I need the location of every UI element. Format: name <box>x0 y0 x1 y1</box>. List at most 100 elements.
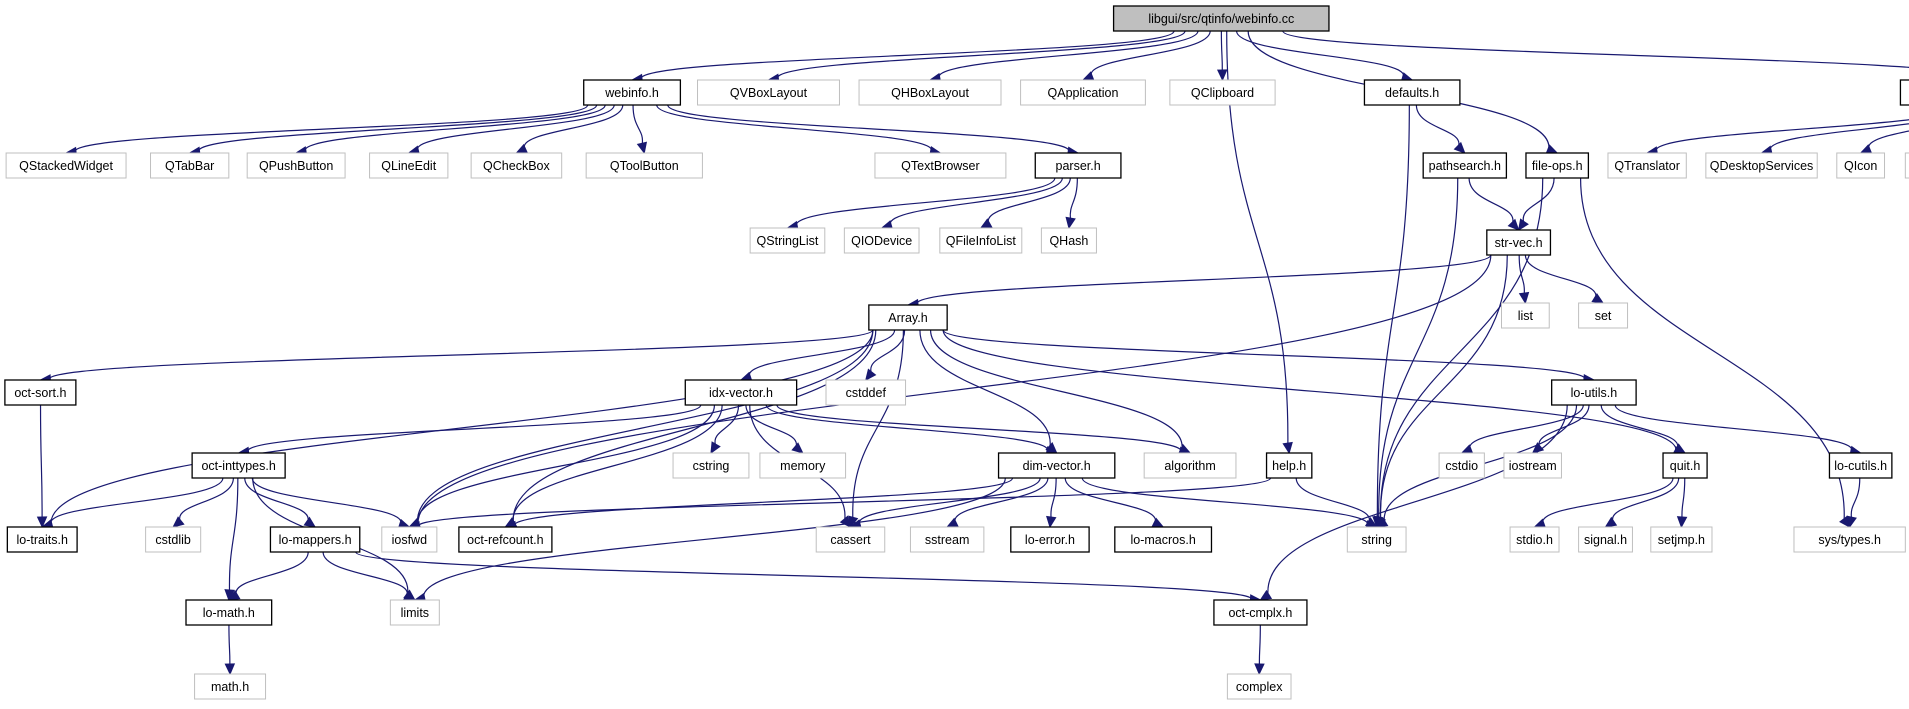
node-parser-h[interactable]: parser.h <box>1034 152 1122 179</box>
edge-line <box>523 104 624 150</box>
edge-line <box>235 551 309 596</box>
edge-line <box>1468 177 1514 224</box>
edge-line <box>244 477 309 523</box>
node-label: QTabBar <box>165 159 214 173</box>
edge-line <box>355 551 1253 601</box>
node-lo-utils-h[interactable]: lo-utils.h <box>1551 379 1637 406</box>
node-sys-types-h: sys/types.h <box>1793 526 1906 553</box>
node-root[interactable]: libgui/src/qtinfo/webinfo.cc <box>1112 5 1330 32</box>
edge-line <box>417 404 716 524</box>
node-str-vec-h[interactable]: str-vec.h <box>1486 229 1552 256</box>
edge-line <box>1081 477 1369 527</box>
edge-line <box>304 104 606 153</box>
edge-line <box>1868 130 1909 150</box>
edge-webinfo_h-to-QToolButton <box>632 104 648 155</box>
node-box[interactable] <box>583 79 682 106</box>
edge-line <box>858 477 1041 525</box>
node-lo-traits-h[interactable]: lo-traits.h <box>6 526 78 553</box>
node-dim-vector-h[interactable]: dim-vector.h <box>997 452 1116 479</box>
node-box[interactable] <box>185 599 273 626</box>
node-label: QFileInfoList <box>946 234 1017 248</box>
node-lo-error-h[interactable]: lo-error.h <box>1010 526 1090 553</box>
node-array-h[interactable]: Array.h <box>868 304 948 331</box>
node-quit-h[interactable]: quit.h <box>1662 452 1708 479</box>
edge-line <box>416 104 615 152</box>
node-box[interactable] <box>1662 452 1708 479</box>
node-box[interactable] <box>1486 229 1552 256</box>
node-box[interactable] <box>1525 152 1590 179</box>
node-box[interactable] <box>868 304 948 331</box>
arrowhead-icon <box>1507 218 1520 231</box>
node-box <box>1501 302 1550 329</box>
node-lo-macros-h[interactable]: lo-macros.h <box>1114 526 1213 553</box>
node-idx-vector-h[interactable]: idx-vector.h <box>684 379 798 406</box>
node-oct-cmplx-h[interactable]: oct-cmplx.h <box>1213 599 1308 626</box>
node-box[interactable] <box>1828 452 1893 479</box>
arrowhead-icon <box>710 441 721 455</box>
node-box <box>909 526 985 553</box>
node-box <box>672 452 750 479</box>
edge-line <box>251 477 402 525</box>
edge-line <box>512 329 877 523</box>
edge-file_ops_h-to-sys_types_h <box>1579 177 1851 528</box>
edge-line <box>74 104 589 153</box>
node-box[interactable] <box>6 526 78 553</box>
node-box[interactable] <box>1112 5 1330 32</box>
edge-line <box>423 477 1006 599</box>
node-pathsearch-h[interactable]: pathsearch.h <box>1422 152 1508 179</box>
node-box[interactable] <box>1899 79 1909 106</box>
node-label: QIcon <box>1844 159 1877 173</box>
node-box[interactable] <box>1363 79 1461 106</box>
node-box <box>150 152 230 179</box>
node-box <box>1438 452 1485 479</box>
node-box[interactable] <box>1213 599 1308 626</box>
node-label: QLineEdit <box>381 159 436 173</box>
node-oct-inttypes-h[interactable]: oct-inttypes.h <box>191 452 286 479</box>
node-box[interactable] <box>997 452 1116 479</box>
node-lo-cutils-h[interactable]: lo-cutils.h <box>1828 452 1893 479</box>
node-box[interactable] <box>1551 379 1637 406</box>
edge-line <box>417 254 1492 525</box>
node-box[interactable] <box>1422 152 1508 179</box>
node-box[interactable] <box>1114 526 1213 553</box>
edge-root-to-help_h <box>1226 30 1293 455</box>
node-box <box>470 152 563 179</box>
edge-defaults_h-to-pathsearch_h <box>1415 104 1466 154</box>
node-box[interactable] <box>1010 526 1090 553</box>
edge-line <box>416 329 874 524</box>
node-label: QDesktopServices <box>1710 159 1814 173</box>
edge-line <box>938 30 1199 79</box>
arrowhead-icon <box>1081 71 1095 82</box>
node-label: QTranslator <box>1614 159 1680 173</box>
node-webinfo-h[interactable]: webinfo.h <box>583 79 682 106</box>
arrowhead-icon <box>1859 144 1873 154</box>
edge-line <box>776 404 1182 453</box>
node-label: QHash <box>1049 234 1088 248</box>
node-box[interactable] <box>269 526 361 553</box>
node-resource-manager-h[interactable]: resource-manager.h <box>1899 79 1909 106</box>
node-box[interactable] <box>4 379 77 406</box>
node-file-ops-h[interactable]: file-ops.h <box>1525 152 1590 179</box>
edge-dim_vector_h-to-cassert <box>849 477 1041 530</box>
node-oct-sort-h[interactable]: oct-sort.h <box>4 379 77 406</box>
node-complex: complex <box>1226 673 1292 700</box>
node-box[interactable] <box>458 526 553 553</box>
node-box[interactable] <box>1265 452 1313 479</box>
arrowhead-icon <box>865 368 877 381</box>
arrowhead-icon <box>1046 515 1057 529</box>
node-box <box>1226 673 1292 700</box>
node-box[interactable] <box>684 379 798 406</box>
node-defaults-h[interactable]: defaults.h <box>1363 79 1461 106</box>
node-box[interactable] <box>1034 152 1122 179</box>
node-lo-mappers-h[interactable]: lo-mappers.h <box>269 526 361 553</box>
node-lo-math-h[interactable]: lo-math.h <box>185 599 273 626</box>
edge-idx_vector_h-to-algorithm <box>776 404 1192 458</box>
node-oct-refcount-h[interactable]: oct-refcount.h <box>458 526 553 553</box>
node-help-h[interactable]: help.h <box>1265 452 1313 479</box>
node-qdesktopservices: QDesktopServices <box>1705 152 1818 179</box>
node-box[interactable] <box>191 452 286 479</box>
edge-line <box>179 477 234 522</box>
node-iosfwd: iosfwd <box>381 526 438 553</box>
node-label: lo-cutils.h <box>1834 459 1887 473</box>
